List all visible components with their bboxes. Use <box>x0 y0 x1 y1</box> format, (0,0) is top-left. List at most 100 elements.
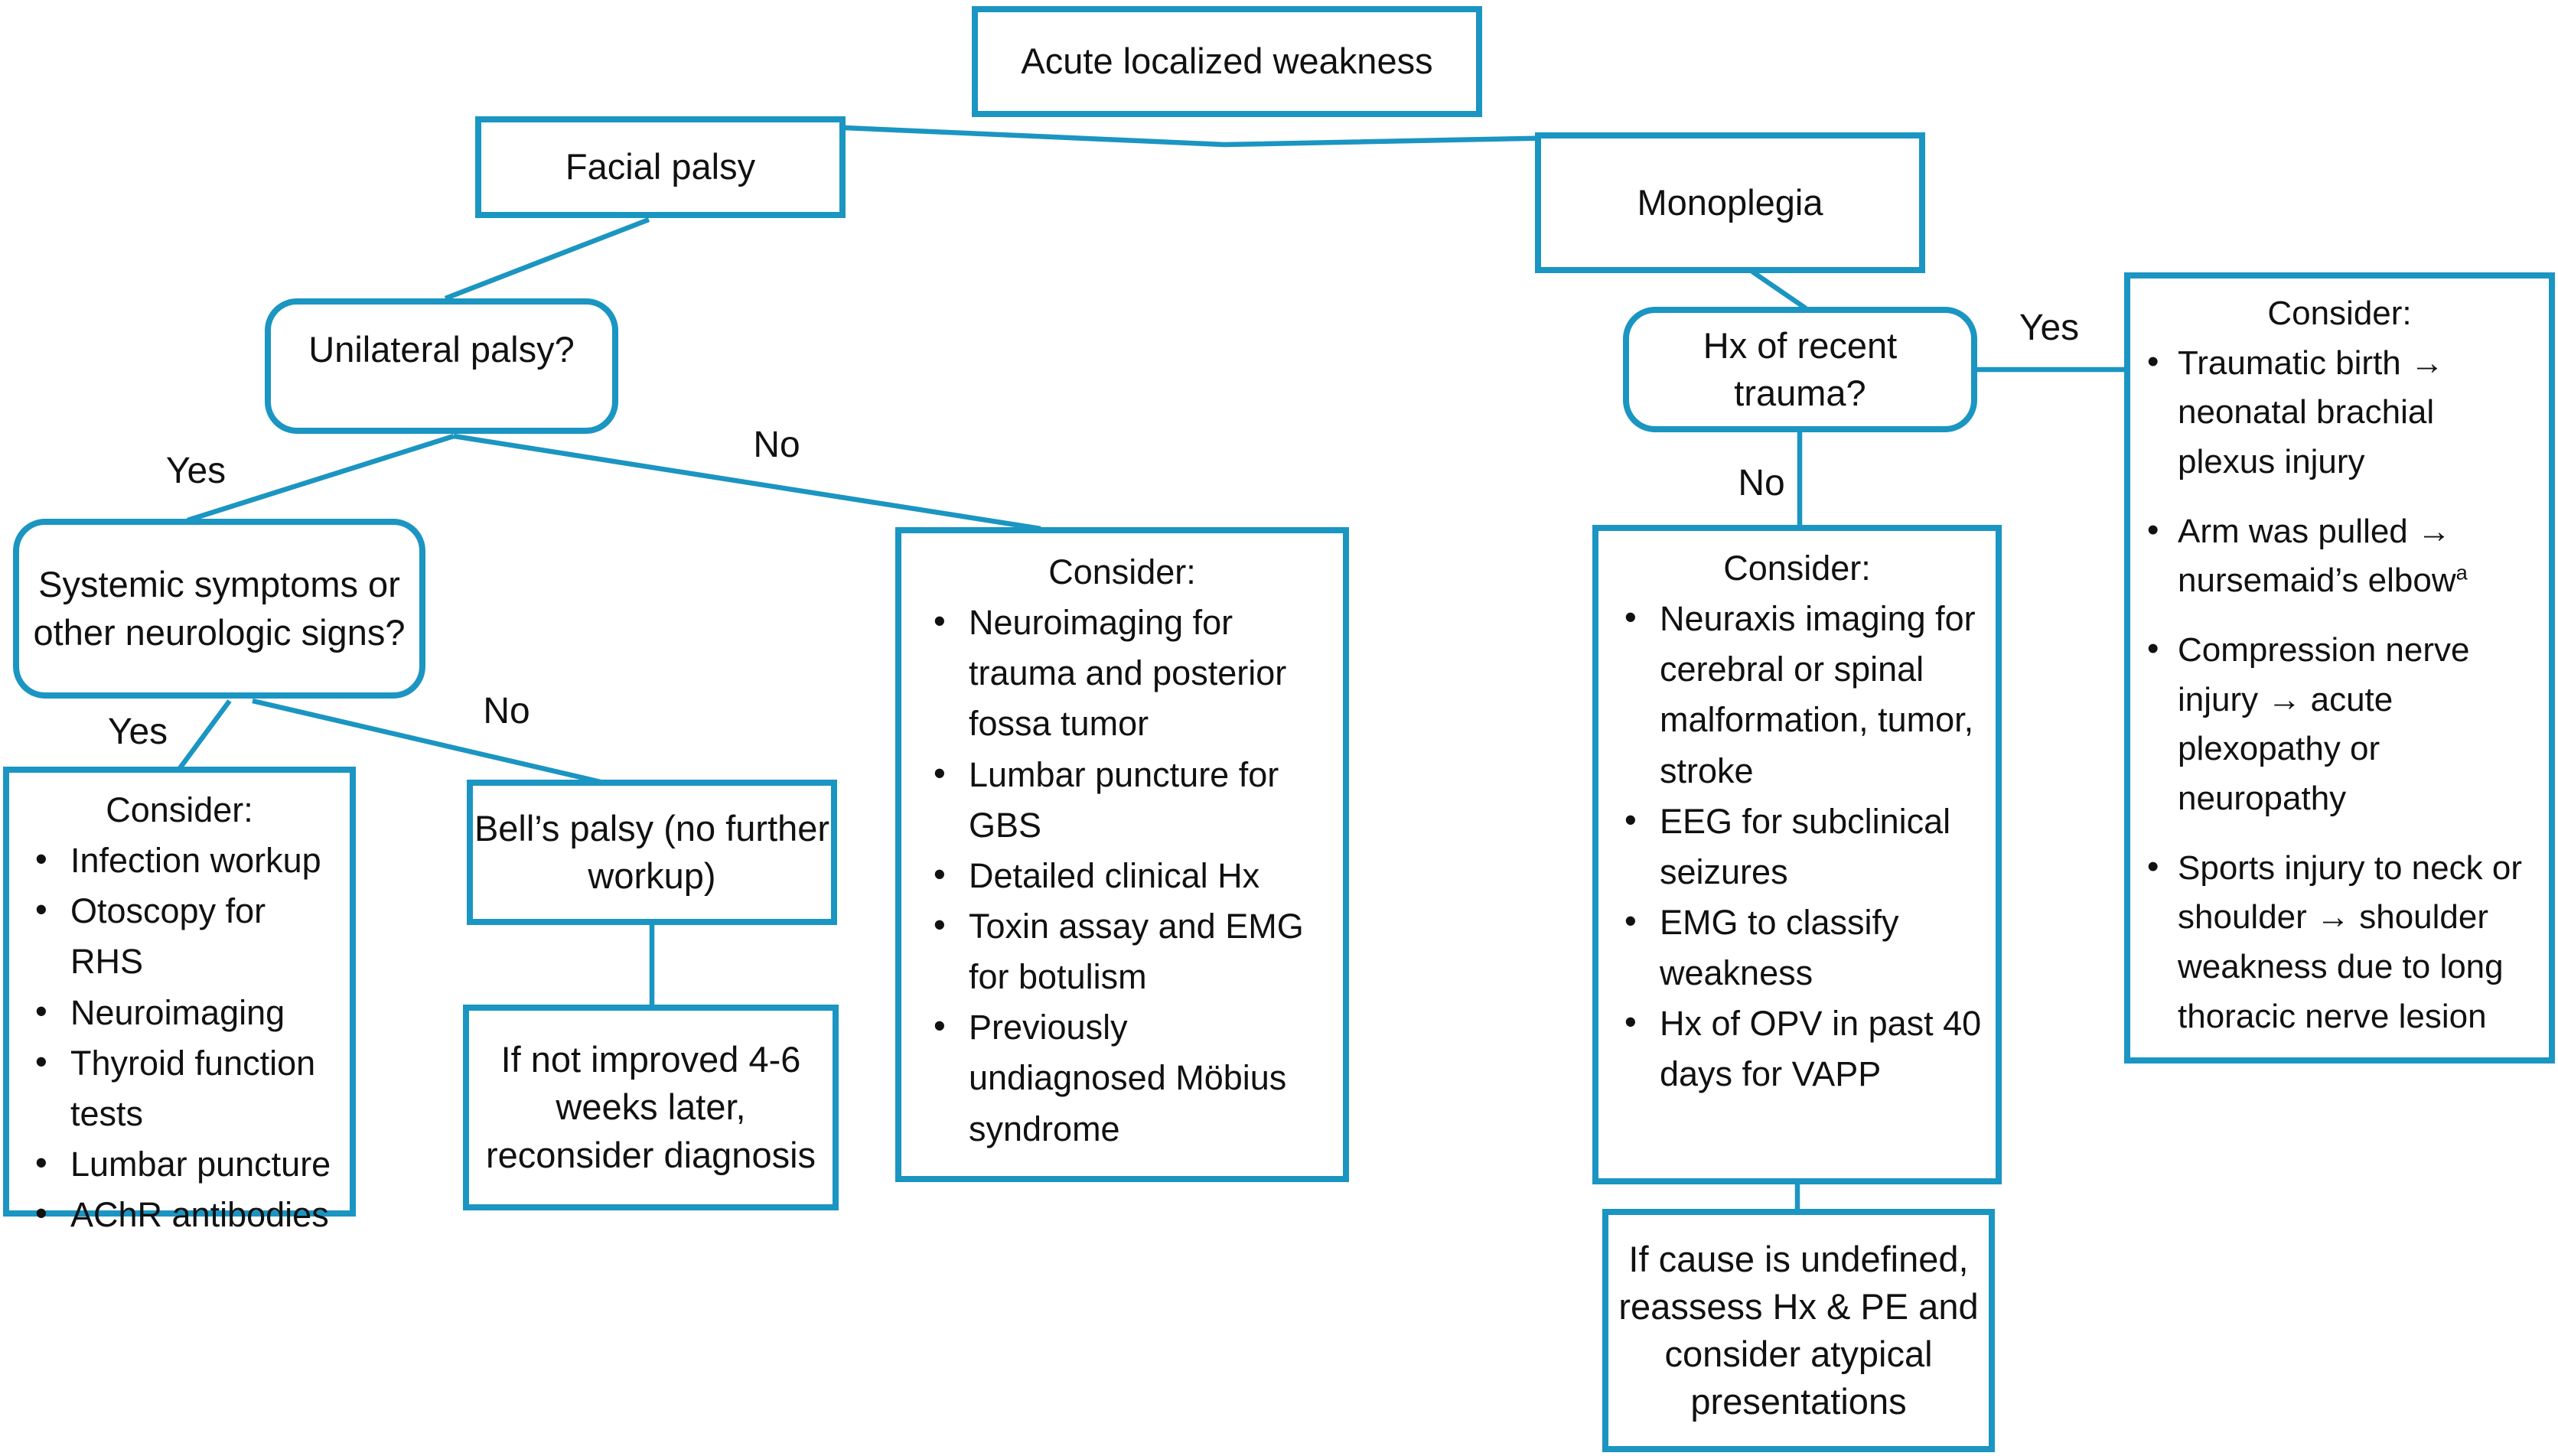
node-consider-no-trauma: Consider: • Neuraxis imaging for cerebral… <box>1592 525 2002 1184</box>
list-item-text: Thyroid function tests <box>70 1043 316 1133</box>
bullet-icon: • <box>934 601 946 641</box>
list-item-text: Neuroimaging <box>70 992 285 1032</box>
bullet-icon: • <box>35 991 47 1031</box>
list-item-text: Sports injury to neck or shoulder → shou… <box>2178 849 2522 1035</box>
edge-label-trauma-yes: Yes <box>2019 308 2080 348</box>
list-item-text: Previously undiagnosed Möbius syndrome <box>969 1008 1287 1148</box>
list-item-text: Neuroimaging for trauma and posterior fo… <box>969 603 1287 744</box>
node-consider-bilateral-palsy: Consider: • Neuroimaging for trauma and p… <box>895 527 1349 1182</box>
node-facial-palsy: Facial palsy <box>475 116 846 218</box>
list-item-text: AChR antibodies <box>70 1195 329 1235</box>
list-item-text: Lumbar puncture for GBS <box>969 754 1279 845</box>
edge-facial-unilateral <box>444 217 650 301</box>
list-item: • Compression nerve injury → acute plexop… <box>2141 626 2538 824</box>
edge-label-trauma-no: No <box>1738 463 1785 503</box>
node-hx-recent-trauma-question: Hx of recent trauma? <box>1623 307 1977 432</box>
consider-list: • Infection workup • Otoscopy for RHS • Neuro… <box>21 835 337 1240</box>
list-item-text: Arm was pulled → nursemaid’s elbow <box>2178 512 2456 600</box>
bullet-icon: • <box>35 1194 47 1233</box>
list-item-text: EMG to classify weakness <box>1660 902 1899 993</box>
bullet-icon: • <box>2147 510 2159 549</box>
node-if-cause-undefined: If cause is undefined, reassess Hx & PE … <box>1602 1209 1995 1452</box>
node-if-not-improved: If not improved 4-6 weeks later, reconsi… <box>463 1005 839 1210</box>
list-item-text: Traumatic birth → neonatal brachial plex… <box>2178 344 2445 481</box>
edge-label-systemic-no: No <box>483 691 530 731</box>
list-item-text: Detailed clinical Hx <box>969 855 1260 895</box>
list-item: • Neuraxis imaging for cerebral or spinal… <box>1611 594 1983 796</box>
bullet-icon: • <box>1624 901 1637 940</box>
node-consider-trauma-yes: Consider: • Traumatic birth → neonatal br… <box>2124 272 2555 1063</box>
edge-unilateral-yes <box>187 433 455 523</box>
node-bells-palsy: Bell’s palsy (no further workup) <box>467 780 837 925</box>
edge-monoplegia-hx <box>1751 269 1807 311</box>
bullet-icon: • <box>35 839 47 879</box>
list-heading: Consider: <box>1048 552 1196 591</box>
bullet-icon: • <box>934 753 946 793</box>
node-label: If cause is undefined, reassess Hx & PE … <box>1618 1238 1979 1422</box>
node-acute-localized-weakness: Acute localized weakness <box>972 6 1482 117</box>
list-item: • EMG to classify weakness <box>1611 897 1983 998</box>
list-item: • Otoscopy for RHS <box>21 886 337 987</box>
list-item: • Hx of OPV in past 40 days for VAPP <box>1611 998 1983 1099</box>
edge-acute-branches <box>688 118 1677 148</box>
node-consider-systemic-yes: Consider: • Infection workup • Otoscopy for… <box>3 767 356 1234</box>
list-item: • Traumatic birth → neonatal brachial ple… <box>2141 339 2538 487</box>
consider-list: • Neuraxis imaging for cerebral or spinal… <box>1611 594 1983 1099</box>
node-label: Monoplegia <box>1637 181 1823 223</box>
edge-label-unilateral-yes: Yes <box>165 451 226 491</box>
list-item-text: Hx of OPV in past 40 days for VAPP <box>1660 1004 1982 1094</box>
node-label: Hx of recent trauma? <box>1703 324 1898 413</box>
node-label: Acute localized weakness <box>1021 41 1433 82</box>
list-item: • Toxin assay and EMG for botulism <box>920 901 1325 1002</box>
list-heading: Consider: <box>2267 295 2412 332</box>
footnote-marker: a <box>2455 560 2468 585</box>
list-item: • Lumbar puncture <box>21 1139 337 1190</box>
list-item: •Detailed clinical Hx <box>920 851 1325 901</box>
list-heading: Consider: <box>1723 549 1871 588</box>
bullet-icon: • <box>35 1041 47 1081</box>
bullet-icon: • <box>35 1142 47 1182</box>
list-item-text: Infection workup <box>70 841 321 881</box>
list-item-text: Lumbar puncture <box>70 1144 331 1184</box>
list-item: • Sports injury to neck or shoulder → sho… <box>2141 844 2538 1042</box>
consider-list: • Neuroimaging for trauma and posterior f… <box>920 598 1325 1155</box>
list-item: • Lumbar puncture for GBS <box>920 750 1325 851</box>
list-item-text: EEG for subclinical seizures <box>1660 801 1951 891</box>
bullet-icon: • <box>2147 342 2159 380</box>
bullet-icon: • <box>1624 598 1637 637</box>
bullet-icon: • <box>1624 1002 1637 1042</box>
node-label: Bell’s palsy (no further workup) <box>474 807 830 896</box>
edge-systemic-no <box>252 698 601 785</box>
list-item: •EEG for subclinical seizures <box>1611 796 1983 897</box>
list-item: • Neuroimaging <box>21 988 337 1038</box>
bullet-icon: • <box>35 890 47 930</box>
list-item: • AChR antibodies <box>21 1190 337 1240</box>
node-label: Systemic symptoms or other neurologic si… <box>33 564 406 653</box>
edge-unilateral-no <box>453 433 1041 532</box>
node-systemic-symptoms-question: Systemic symptoms or other neurologic si… <box>13 519 425 699</box>
list-item: • Neuroimaging for trauma and posterior f… <box>920 598 1325 749</box>
bullet-icon: • <box>2147 847 2159 885</box>
list-item-text: Neuraxis imaging for cerebral or spinal … <box>1660 599 1976 790</box>
node-label: Facial palsy <box>565 146 756 187</box>
edge-systemic-yes <box>178 699 232 770</box>
list-item: • Thyroid function tests <box>21 1038 337 1139</box>
node-label: Unilateral palsy? <box>308 329 575 370</box>
list-item: • Previously undiagnosed Möbius syndrome <box>920 1002 1325 1154</box>
bullet-icon: • <box>934 904 946 944</box>
bullet-icon: • <box>934 1006 946 1046</box>
list-item: • Arm was pulled → nursemaid’s elbowa <box>2141 507 2538 606</box>
node-label: If not improved 4-6 weeks later, reconsi… <box>485 1039 816 1175</box>
list-item: • Infection workup <box>21 835 337 886</box>
edge-label-systemic-yes: Yes <box>107 712 168 752</box>
edge-label-unilateral-no: No <box>753 425 800 465</box>
bullet-icon: • <box>2147 630 2159 668</box>
list-item-text: Otoscopy for RHS <box>70 891 266 982</box>
list-heading: Consider: <box>106 790 253 829</box>
consider-list: • Traumatic birth → neonatal brachial ple… <box>2141 339 2538 1042</box>
list-item-text: Compression nerve injury → acute plexopa… <box>2178 631 2470 818</box>
node-monoplegia: Monoplegia <box>1535 132 1925 273</box>
list-item-text: Toxin assay and EMG for botulism <box>969 906 1304 997</box>
